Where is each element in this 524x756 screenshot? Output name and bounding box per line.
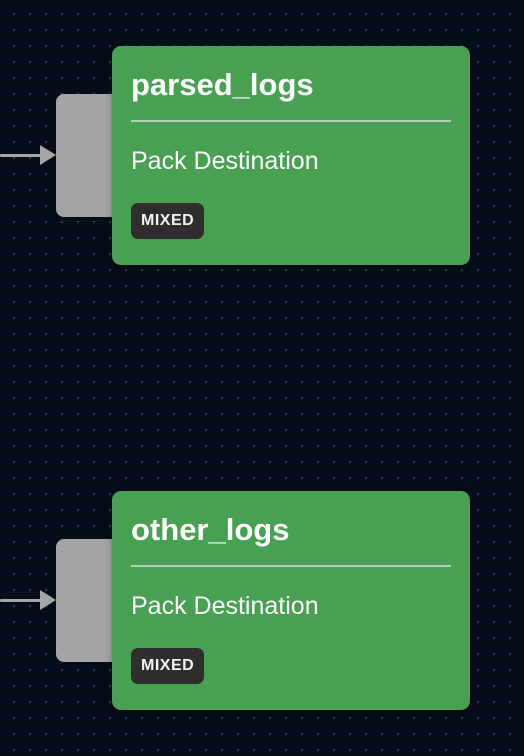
arrow-right-icon (40, 590, 56, 610)
data-type-badge: MIXED (131, 648, 205, 684)
node-title: parsed_logs (131, 67, 314, 102)
edge-line-other-logs[interactable] (0, 599, 46, 602)
node-title: other_logs (131, 512, 290, 547)
edge-line-parsed-logs[interactable] (0, 154, 46, 157)
destination-node-parsed-logs[interactable]: parsed_logs Pack Destination MIXED (112, 46, 470, 265)
node-divider (131, 120, 451, 122)
node-type-label: Pack Destination (131, 592, 319, 620)
data-type-badge: MIXED (131, 203, 205, 239)
input-port-parsed-logs[interactable] (56, 94, 120, 217)
node-type-label: Pack Destination (131, 147, 319, 175)
destination-node-other-logs[interactable]: other_logs Pack Destination MIXED (112, 491, 470, 710)
node-divider (131, 565, 451, 567)
arrow-right-icon (40, 145, 56, 165)
input-port-other-logs[interactable] (56, 539, 120, 662)
